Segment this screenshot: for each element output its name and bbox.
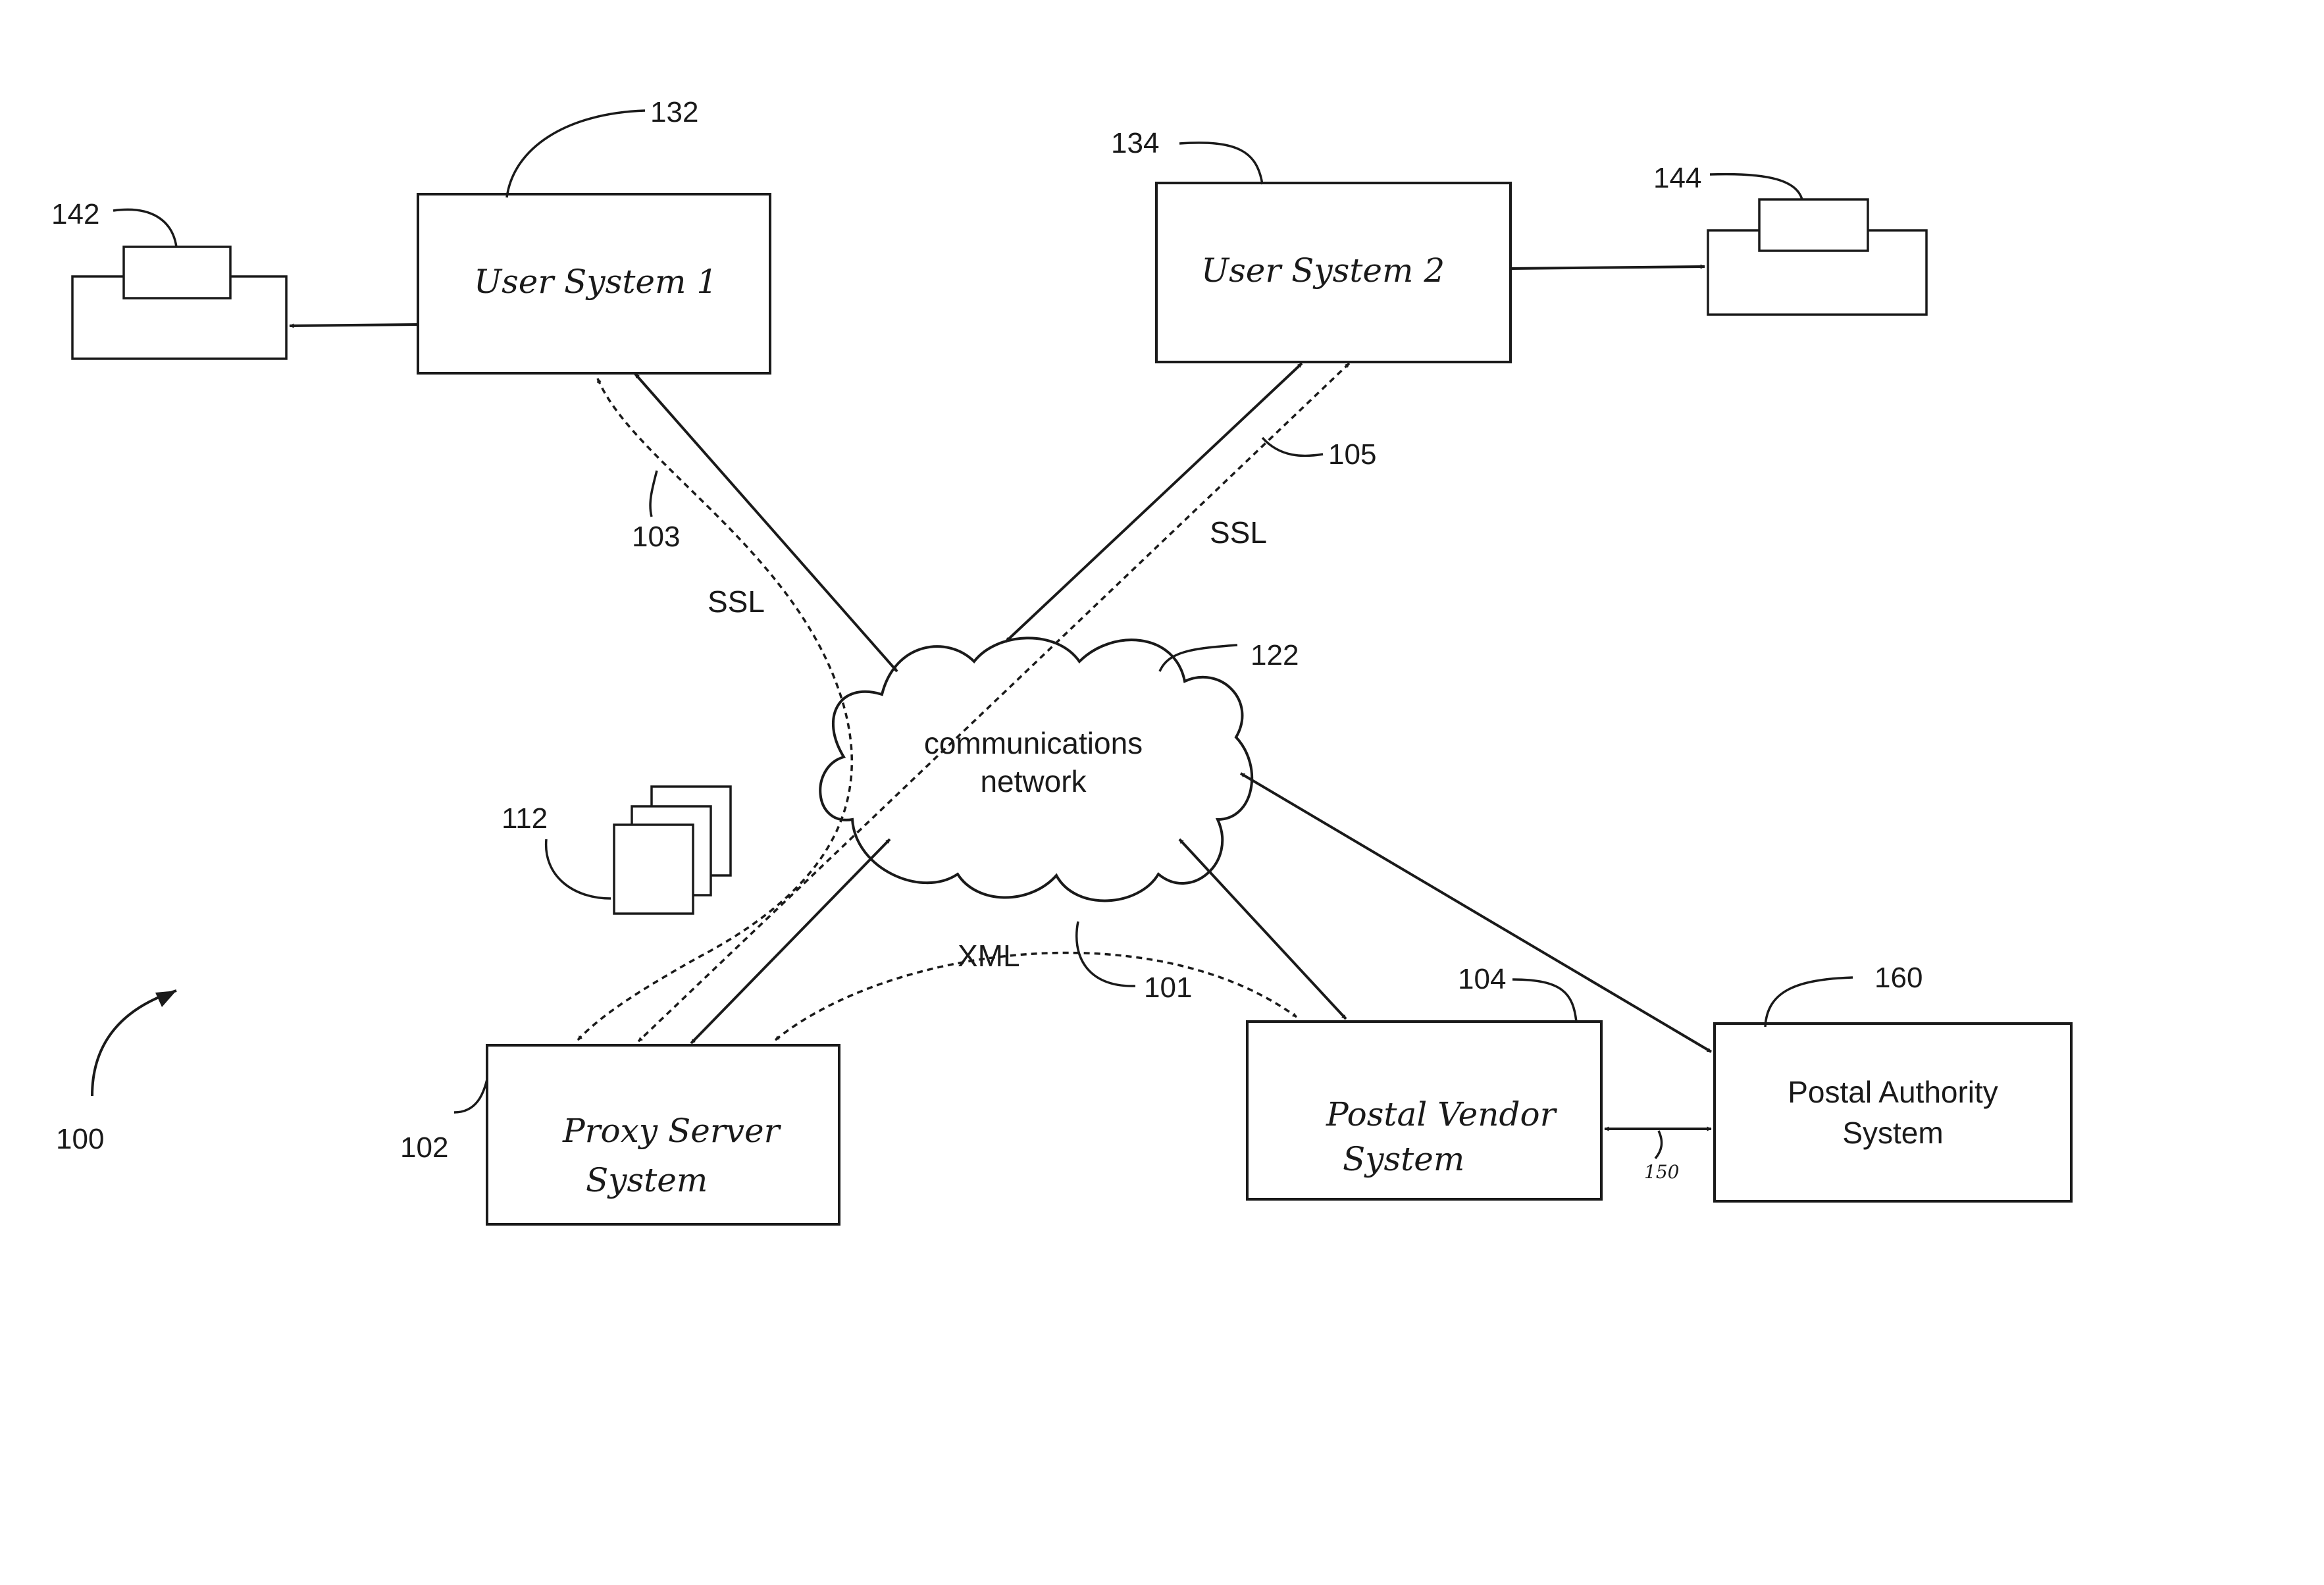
network-label-line1: communications bbox=[924, 726, 1143, 760]
user-system-2-ref: 134 bbox=[1111, 127, 1159, 159]
device-144-leader bbox=[1710, 174, 1802, 199]
user-system-1-label: User System 1 bbox=[474, 263, 717, 301]
xml-label: XML bbox=[958, 939, 1020, 973]
user1-to-device-arrow bbox=[290, 325, 418, 326]
proxy-server-node: Proxy Server System 102 bbox=[400, 1045, 839, 1224]
device-144: 144 bbox=[1653, 162, 1926, 315]
postal-authority-box bbox=[1715, 1024, 2071, 1201]
figure-ref-arrow bbox=[92, 991, 176, 1096]
user2-network-link bbox=[1006, 363, 1302, 642]
documents-node: 112 bbox=[502, 787, 731, 914]
network-ref: 122 bbox=[1251, 639, 1299, 671]
vendor-network-link bbox=[1179, 839, 1346, 1019]
xml-101-ref: 101 bbox=[1144, 972, 1192, 1004]
user-system-1-node: User System 1 132 bbox=[418, 96, 770, 373]
documents-leader bbox=[546, 839, 611, 898]
ssl-105-ref: 105 bbox=[1328, 438, 1376, 471]
ssl-103-ref: 103 bbox=[632, 521, 680, 553]
authority-network-link bbox=[1241, 773, 1711, 1052]
postal-vendor-ref: 104 bbox=[1458, 963, 1506, 995]
postal-vendor-node: Postal Vendor System 104 bbox=[1247, 963, 1601, 1199]
figure-ref-label: 100 bbox=[56, 1123, 104, 1155]
document-sheet-front bbox=[614, 825, 693, 914]
link-150-ref: 150 bbox=[1644, 1161, 1679, 1183]
postal-vendor-leader bbox=[1512, 979, 1576, 1022]
postal-vendor-label-line1: Postal Vendor bbox=[1326, 1095, 1558, 1133]
ssl-105-leader bbox=[1262, 438, 1323, 455]
user-system-2-leader bbox=[1179, 143, 1262, 184]
user2-to-device-arrow bbox=[1511, 267, 1705, 269]
user-system-1-leader bbox=[507, 111, 645, 197]
postal-authority-node: Postal Authority System 160 bbox=[1715, 962, 2071, 1201]
proxy-server-ref: 102 bbox=[400, 1131, 448, 1164]
figure-ref-group: 100 bbox=[56, 991, 176, 1155]
device-142-ref: 142 bbox=[51, 198, 99, 230]
postal-authority-leader bbox=[1765, 977, 1853, 1027]
proxy-vendor-xml-channel bbox=[775, 953, 1297, 1040]
ssl-103-leader bbox=[650, 471, 657, 517]
device-144-slot bbox=[1759, 199, 1868, 251]
user-system-2-label: User System 2 bbox=[1201, 251, 1445, 290]
network-node: communications network 122 bbox=[820, 638, 1299, 900]
device-144-ref: 144 bbox=[1653, 162, 1701, 194]
proxy-server-label-line1: Proxy Server bbox=[562, 1112, 782, 1150]
ssl-user1-label: SSL bbox=[708, 585, 765, 619]
user-system-2-node: User System 2 134 bbox=[1111, 127, 1511, 362]
postal-authority-ref: 160 bbox=[1874, 962, 1923, 994]
link-150-leader bbox=[1655, 1131, 1662, 1158]
postal-authority-label-line2: System bbox=[1842, 1116, 1943, 1150]
device-142-leader bbox=[113, 209, 176, 247]
user1-proxy-ssl-channel bbox=[578, 378, 852, 1040]
network-label-line2: network bbox=[980, 764, 1087, 798]
device-142: 142 bbox=[51, 198, 286, 359]
user-system-1-ref: 132 bbox=[650, 96, 698, 128]
proxy-server-label-line2: System bbox=[586, 1161, 708, 1199]
ssl-user2-label: SSL bbox=[1210, 515, 1267, 550]
proxy-server-leader bbox=[454, 1079, 487, 1112]
postal-authority-label-line1: Postal Authority bbox=[1788, 1075, 1998, 1109]
figure-ref-arrowhead bbox=[155, 991, 176, 1007]
documents-ref: 112 bbox=[502, 802, 548, 835]
postal-vendor-label-line2: System bbox=[1343, 1140, 1464, 1178]
device-142-slot bbox=[124, 247, 230, 298]
